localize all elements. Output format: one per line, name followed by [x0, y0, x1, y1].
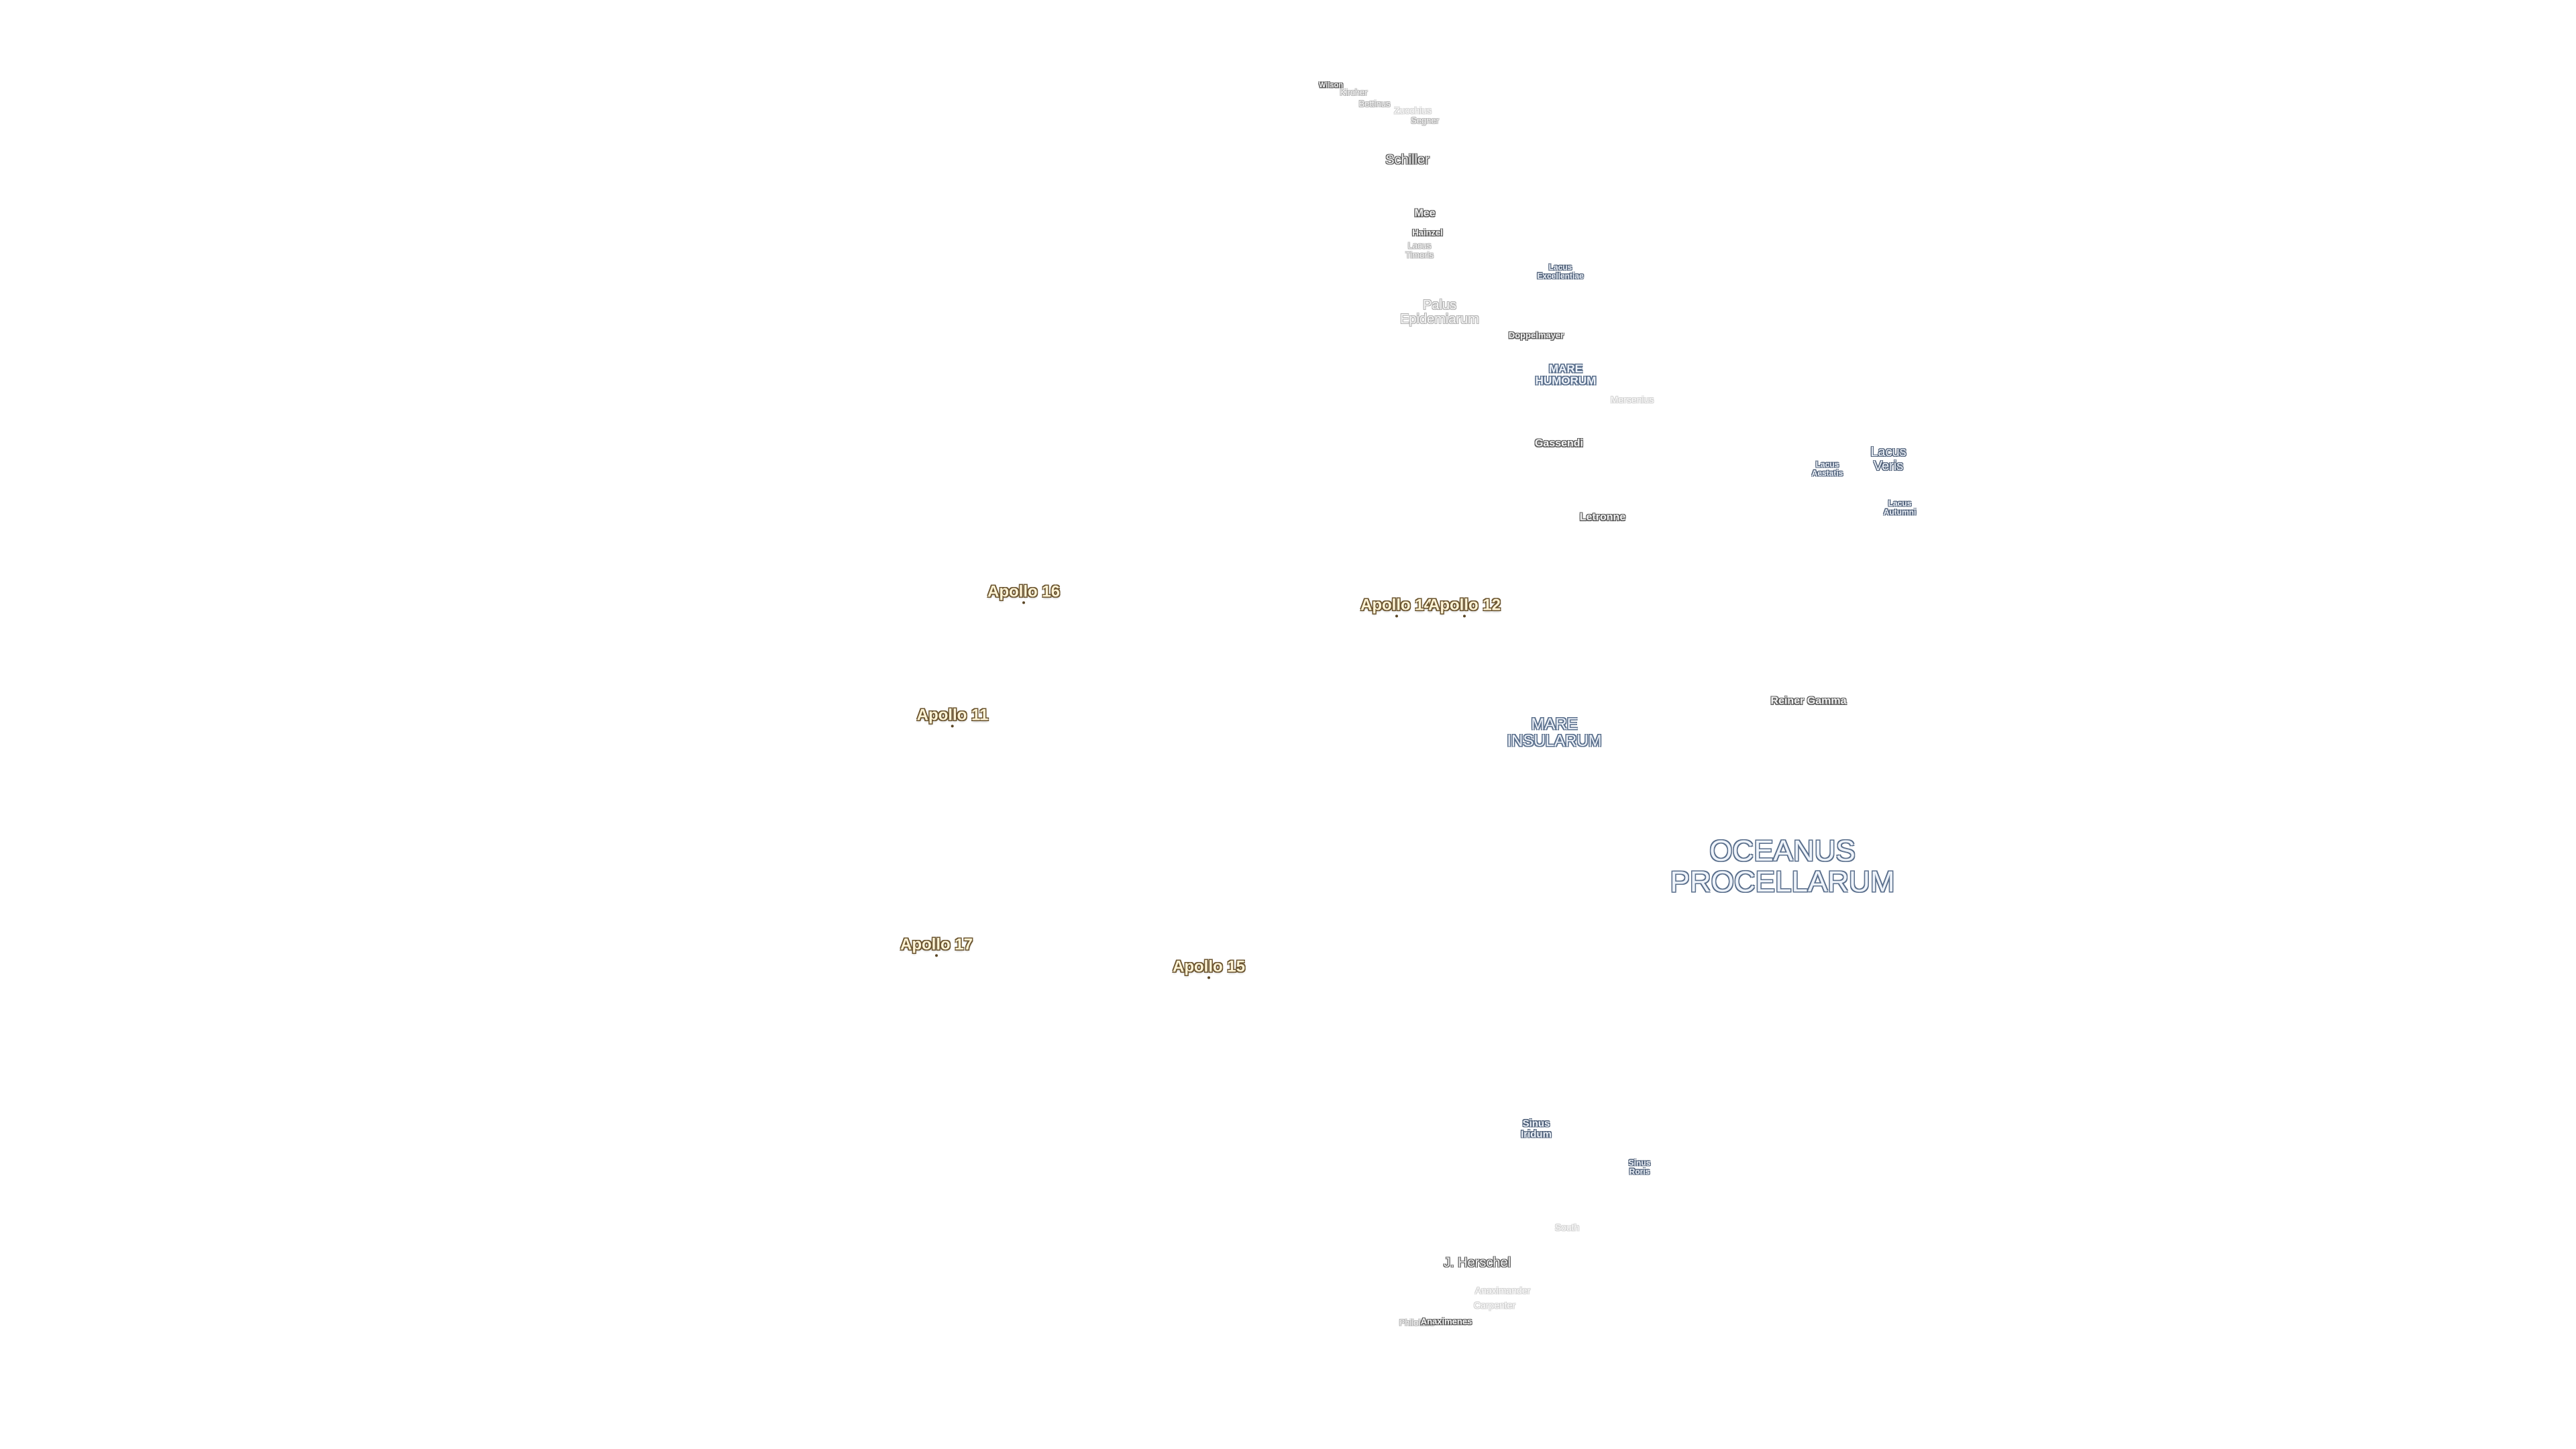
lacus-aestatis-label[interactable]: Lacus Aestatis: [1812, 460, 1843, 477]
sinus-roris-label[interactable]: Sinus Roris: [1629, 1159, 1651, 1175]
oceanus-procellarum-label[interactable]: OCEANUS PROCELLARUM: [1670, 834, 1895, 898]
zucchius-text: Zucchius: [1393, 105, 1432, 116]
apollo-12-text: Apollo 12: [1428, 596, 1501, 614]
philolaus-label[interactable]: Philolaus: [1399, 1318, 1435, 1328]
lacus-veris-line-2: Veris: [1873, 459, 1904, 474]
mee-text: Mee: [1414, 207, 1436, 219]
reiner-gamma-label[interactable]: Reiner Gamma: [1771, 696, 1847, 708]
kircher-text: Kircher: [1340, 87, 1368, 98]
lacus-excellentiae-line-1: Lacus: [1548, 262, 1572, 272]
anaximenes-label[interactable]: Anaximenes: [1421, 1317, 1472, 1326]
gassendi-text: Gassendi: [1534, 437, 1584, 449]
philolaus-text: Philolaus: [1399, 1318, 1435, 1328]
south-text: South: [1554, 1222, 1580, 1233]
oceanus-procellarum-line-1: OCEANUS: [1709, 834, 1856, 867]
kircher-label[interactable]: Kircher: [1340, 88, 1367, 97]
segner-text: Segner: [1411, 115, 1439, 126]
schiller-label[interactable]: Schiller: [1385, 152, 1430, 168]
mare-humorum-line-1: MARE: [1548, 362, 1583, 376]
lacus-aestatis-line-2: Aestatis: [1811, 468, 1843, 478]
hainzel-label[interactable]: Hainzel: [1412, 228, 1443, 237]
carpenter-label[interactable]: Carpenter: [1473, 1299, 1516, 1311]
segner-label[interactable]: Segner: [1411, 116, 1439, 125]
apollo-17-label[interactable]: Apollo 17: [900, 935, 973, 957]
mare-insularum-line-2: INSULARUM: [1507, 732, 1602, 750]
lacus-excellentiae-line-2: Excellentiae: [1537, 271, 1584, 280]
mee-label[interactable]: Mee: [1414, 207, 1436, 220]
apollo-14-marker: [1395, 614, 1398, 618]
wilson-text: Wilson: [1319, 81, 1343, 90]
doppelmayer-label[interactable]: Doppelmayer: [1509, 331, 1564, 340]
palus-epidemiarum-line-2: Epidemiarum: [1400, 312, 1479, 327]
apollo-16-text: Apollo 16: [987, 582, 1061, 601]
lacus-veris-label[interactable]: Lacus Veris: [1870, 445, 1906, 474]
lacus-timoris-line-1: Lacus: [1407, 240, 1432, 251]
apollo-12-label[interactable]: Apollo 12: [1428, 596, 1501, 618]
apollo-11-text: Apollo 11: [916, 706, 989, 724]
zucchius-label[interactable]: Zucchius: [1393, 105, 1432, 116]
lacus-timoris-line-2: Timoris: [1405, 250, 1434, 260]
apollo-16-label[interactable]: Apollo 16: [987, 582, 1061, 604]
j-herschel-label[interactable]: J. Herschel: [1444, 1256, 1511, 1271]
south-label[interactable]: South: [1554, 1222, 1580, 1233]
wilson-label[interactable]: Wilson: [1319, 81, 1343, 90]
apollo-12-marker: [1462, 614, 1466, 618]
mare-insularum-label[interactable]: MARE INSULARUM: [1507, 714, 1602, 750]
oceanus-procellarum-line-2: PROCELLARUM: [1670, 865, 1895, 898]
anaximander-text: Anaximander: [1474, 1285, 1531, 1296]
reiner-gamma-text: Reiner Gamma: [1770, 695, 1847, 707]
j-herschel-text: J. Herschel: [1443, 1255, 1511, 1271]
carpenter-text: Carpenter: [1473, 1299, 1516, 1311]
lacus-aestatis-line-1: Lacus: [1815, 460, 1839, 470]
sinus-iridum-line-2: Iridum: [1521, 1128, 1552, 1140]
apollo-15-text: Apollo 15: [1172, 957, 1246, 976]
apollo-11-label[interactable]: Apollo 11: [916, 706, 989, 728]
sinus-roris-line-1: Sinus: [1628, 1158, 1651, 1168]
lacus-autumni-line-2: Autumni: [1883, 507, 1917, 517]
mersenius-text: Mersenius: [1610, 394, 1654, 405]
lacus-veris-line-1: Lacus: [1870, 445, 1907, 460]
lacus-autumni-line-1: Lacus: [1888, 498, 1912, 508]
lacus-excellentiae-label[interactable]: Lacus Excellentiae: [1537, 263, 1583, 280]
sinus-roris-line-2: Roris: [1629, 1167, 1650, 1176]
apollo-17-marker: [934, 954, 938, 957]
bettinus-text: Bettinus: [1358, 99, 1391, 109]
bettinus-label[interactable]: Bettinus: [1359, 99, 1391, 109]
apollo-14-label[interactable]: Apollo 14: [1360, 596, 1434, 618]
apollo-15-marker: [1207, 976, 1210, 979]
palus-epidemiarum-label[interactable]: Palus Epidemiarum: [1400, 299, 1479, 327]
apollo-17-text: Apollo 17: [900, 935, 973, 954]
gassendi-label[interactable]: Gassendi: [1534, 437, 1584, 450]
letronne-text: Letronne: [1579, 511, 1626, 523]
hainzel-text: Hainzel: [1412, 227, 1443, 238]
doppelmayer-text: Doppelmayer: [1508, 330, 1564, 341]
apollo-14-text: Apollo 14: [1360, 596, 1434, 614]
palus-epidemiarum-line-1: Palus: [1422, 298, 1457, 313]
schiller-text: Schiller: [1385, 152, 1430, 168]
apollo-15-label[interactable]: Apollo 15: [1172, 957, 1246, 979]
anaximenes-text: Anaximenes: [1420, 1316, 1472, 1327]
sinus-iridum-line-1: Sinus: [1522, 1118, 1550, 1130]
mare-humorum-line-2: HUMORUM: [1535, 374, 1597, 387]
sinus-iridum-label[interactable]: Sinus Iridum: [1521, 1118, 1552, 1140]
mare-insularum-line-1: MARE: [1531, 714, 1578, 733]
apollo-16-marker: [1022, 601, 1025, 604]
apollo-11-marker: [951, 724, 954, 728]
mare-humorum-label[interactable]: MARE HUMORUM: [1536, 363, 1597, 387]
lacus-timoris-label[interactable]: Lacus Timoris: [1405, 241, 1434, 259]
mersenius-label[interactable]: Mersenius: [1610, 394, 1654, 405]
lacus-autumni-label[interactable]: Lacus Autumni: [1884, 499, 1917, 516]
letronne-label[interactable]: Letronne: [1579, 511, 1626, 524]
anaximander-label[interactable]: Anaximander: [1474, 1285, 1531, 1296]
